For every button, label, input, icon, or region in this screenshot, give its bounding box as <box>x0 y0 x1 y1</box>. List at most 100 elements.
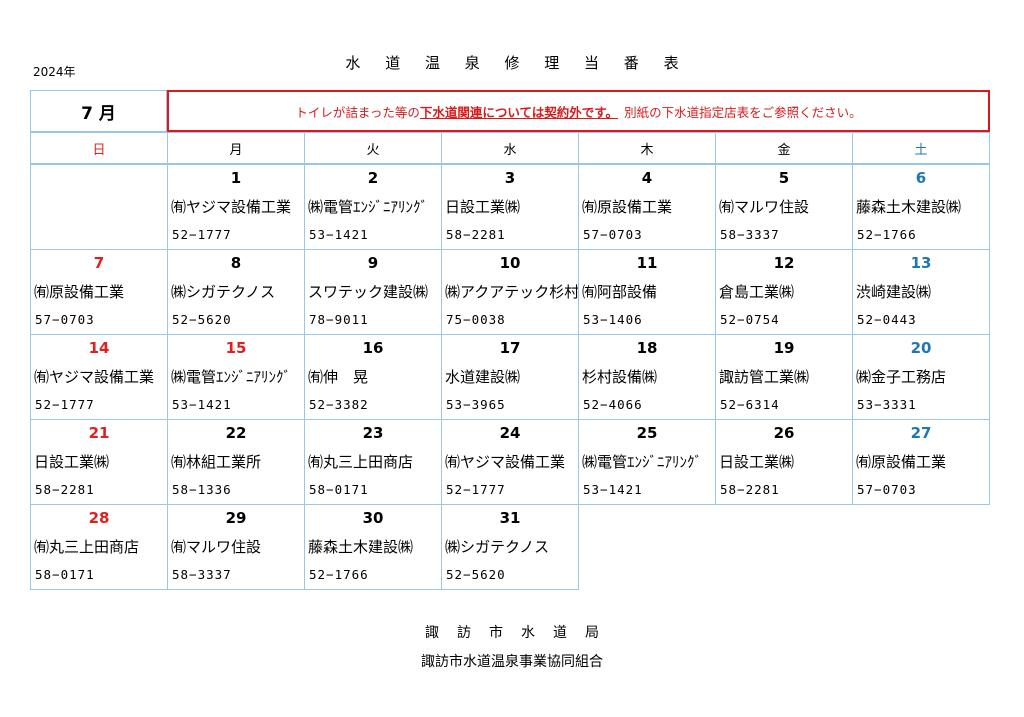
day-number: 27 <box>910 424 932 442</box>
day-cell: 14 ㈲ヤジマ設備工業 52−1777 <box>30 334 168 420</box>
day-number: 14 <box>88 339 110 357</box>
issuer-cooperative: 諏訪市水道温泉事業協同組合 <box>421 654 603 670</box>
company-phone: 53−1421 <box>172 397 232 412</box>
day-number: 2 <box>367 169 379 187</box>
company-phone: 52−5620 <box>446 567 506 582</box>
day-cell: 19 諏訪管工業㈱ 52−6314 <box>715 334 853 420</box>
page-title: 水 道 温 泉 修 理 当 番 表 <box>345 54 689 72</box>
day-number: 12 <box>773 254 795 272</box>
day-number: 20 <box>910 339 932 357</box>
day-number: 15 <box>225 339 247 357</box>
weekday-header: 木 <box>578 132 716 164</box>
day-number: 21 <box>88 424 110 442</box>
duty-company: 藤森土木建設㈱ <box>308 538 414 556</box>
company-phone: 52−1777 <box>172 227 232 242</box>
day-number: 31 <box>499 509 521 527</box>
weekday-header: 水 <box>441 132 579 164</box>
duty-company: ㈲伸 晃 <box>308 368 369 386</box>
day-number: 30 <box>362 509 384 527</box>
day-number: 5 <box>778 169 790 187</box>
duty-company: ㈱シガテクノス <box>445 538 550 556</box>
day-number: 7 <box>93 254 105 272</box>
day-number: 10 <box>499 254 521 272</box>
company-phone: 58−2281 <box>446 227 506 242</box>
company-phone: 52−1777 <box>446 482 506 497</box>
duty-company: 諏訪管工業㈱ <box>719 368 810 386</box>
notice-prefix: トイレが詰まった等の <box>295 104 420 120</box>
duty-company: ㈲丸三上田商店 <box>34 538 140 556</box>
day-number: 16 <box>362 339 384 357</box>
duty-company: ㈱金子工務店 <box>856 368 947 386</box>
duty-company: 藤森土木建設㈱ <box>856 198 962 216</box>
day-number: 13 <box>910 254 932 272</box>
duty-company: 日設工業㈱ <box>445 198 521 216</box>
company-phone: 52−4066 <box>583 397 643 412</box>
weekday-header: 火 <box>304 132 442 164</box>
month-label: 7 月 <box>30 90 167 132</box>
company-phone: 58−2281 <box>35 482 95 497</box>
company-phone: 58−3337 <box>172 567 232 582</box>
day-number: 24 <box>499 424 521 442</box>
duty-company: ㈲ヤジマ設備工業 <box>445 453 566 471</box>
company-phone: 58−0171 <box>309 482 369 497</box>
duty-company: ㈲原設備工業 <box>34 283 125 301</box>
weekday-header: 金 <box>715 132 853 164</box>
day-cell: 8 ㈱シガテクノス 52−5620 <box>167 249 305 335</box>
company-phone: 53−1421 <box>309 227 369 242</box>
weekday-header: 日 <box>30 132 168 164</box>
duty-company: 水道建設㈱ <box>445 368 521 386</box>
duty-company: ㈲マルワ住設 <box>171 538 262 556</box>
duty-company: ㈲マルワ住設 <box>719 198 810 216</box>
sewer-notice: トイレが詰まった等の下水道関連については契約外です。別紙の下水道指定店表をご参照… <box>167 90 990 132</box>
day-number: 3 <box>504 169 516 187</box>
company-phone: 57−0703 <box>857 482 917 497</box>
company-phone: 52−5620 <box>172 312 232 327</box>
day-number: 4 <box>641 169 653 187</box>
day-cell: 31 ㈱シガテクノス 52−5620 <box>441 504 579 590</box>
duty-company: ㈱電管ｴﾝｼﾞﾆｱﾘﾝｸﾞ <box>582 453 703 471</box>
duty-company: ㈱電管ｴﾝｼﾞﾆｱﾘﾝｸﾞ <box>308 198 429 216</box>
company-phone: 52−0754 <box>720 312 780 327</box>
day-cell: 2 ㈱電管ｴﾝｼﾞﾆｱﾘﾝｸﾞ 53−1421 <box>304 164 442 250</box>
day-number: 26 <box>773 424 795 442</box>
company-phone: 75−0038 <box>446 312 506 327</box>
company-phone: 52−6314 <box>720 397 780 412</box>
duty-company: ㈲丸三上田商店 <box>308 453 414 471</box>
duty-company: ㈲原設備工業 <box>582 198 673 216</box>
day-number: 29 <box>225 509 247 527</box>
duty-company: ㈲林組工業所 <box>171 453 262 471</box>
duty-company: 杉村設備㈱ <box>582 368 658 386</box>
day-cell: 22 ㈲林組工業所 58−1336 <box>167 419 305 505</box>
day-number: 8 <box>230 254 242 272</box>
company-phone: 53−1406 <box>583 312 643 327</box>
duty-company: ㈱シガテクノス <box>171 283 276 301</box>
day-number: 1 <box>230 169 242 187</box>
notice-emphasis: 下水道関連については契約外です。 <box>419 104 619 120</box>
day-number: 19 <box>773 339 795 357</box>
day-number: 6 <box>915 169 927 187</box>
company-phone: 78−9011 <box>309 312 369 327</box>
company-phone: 52−1766 <box>309 567 369 582</box>
company-phone: 52−1777 <box>35 397 95 412</box>
duty-company: ㈲ヤジマ設備工業 <box>34 368 155 386</box>
day-number: 17 <box>499 339 521 357</box>
day-number: 22 <box>225 424 247 442</box>
company-phone: 58−1336 <box>172 482 232 497</box>
weekday-header: 月 <box>167 132 305 164</box>
